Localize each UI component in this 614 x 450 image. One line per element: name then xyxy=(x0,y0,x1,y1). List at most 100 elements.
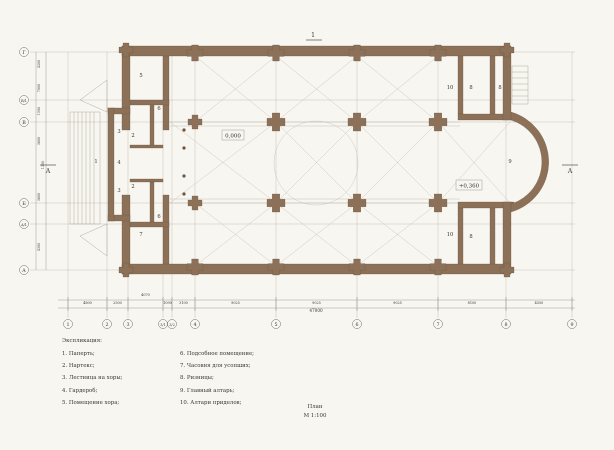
legend-item: 10. Алтари приделов; xyxy=(180,399,242,406)
level-main: 0,000 xyxy=(225,134,241,140)
dim-label: 3100 xyxy=(179,301,188,305)
legend-title: Экспликация: xyxy=(62,338,102,344)
svg-text:4: 4 xyxy=(193,322,196,328)
apse xyxy=(510,111,549,213)
legend-column-2: 6. Подсобное помещение; 7. Часовня для ус… xyxy=(180,351,300,406)
svg-text:А/1: А/1 xyxy=(21,223,27,227)
column-dots xyxy=(182,128,186,196)
plan-caption: План М 1:100 xyxy=(290,403,340,421)
axis-bubble: 9 xyxy=(567,319,577,329)
legend-item: 5. Помещение хора; xyxy=(62,399,120,406)
dim-label: 4550 xyxy=(535,301,544,305)
caption-title: План xyxy=(307,404,323,410)
dim-label: 2500 xyxy=(113,301,122,305)
axis-bubble: 3/1 xyxy=(158,319,168,329)
corner-buttress xyxy=(499,262,515,278)
dim-label: 4200 xyxy=(37,60,41,68)
axis-bubble: 3/2 xyxy=(167,319,177,329)
room-number: 8 xyxy=(469,85,472,91)
pilaster xyxy=(186,44,204,62)
caption-scale: М 1:100 xyxy=(303,413,327,419)
level-box xyxy=(221,129,245,141)
piers xyxy=(118,42,515,278)
room-number: 7 xyxy=(139,232,142,238)
legend-item: 2. Нартекс; xyxy=(62,363,95,370)
room-number: 2 xyxy=(131,184,134,190)
pilaster xyxy=(267,258,285,276)
svg-text:7: 7 xyxy=(436,322,439,328)
axis-bubble: 4 xyxy=(190,319,200,329)
room-number: 6 xyxy=(157,106,160,112)
svg-text:Б: Б xyxy=(22,201,26,207)
dim-label: 3600 xyxy=(37,193,41,201)
svg-text:А: А xyxy=(22,268,26,274)
axis-bubble: 1 xyxy=(63,319,73,329)
room-number: 3 xyxy=(117,129,120,135)
svg-text:2: 2 xyxy=(105,322,108,328)
axis-bubble: В/1 xyxy=(19,95,29,105)
legend-item: 4. Гардероб; xyxy=(62,387,98,394)
level-altar-box xyxy=(455,179,483,191)
pier xyxy=(187,114,203,130)
axis-bubble: Б xyxy=(19,198,29,208)
room-number: 2 xyxy=(131,133,134,139)
axis-bubble: 2 xyxy=(102,319,112,329)
axis-bubble: Г xyxy=(19,47,29,57)
svg-text:3/1: 3/1 xyxy=(160,323,165,327)
legend-item: 9. Главный алтарь; xyxy=(180,387,235,394)
dim-label: 4070 xyxy=(141,293,150,297)
dim-total: 47000 xyxy=(309,308,323,313)
pier xyxy=(347,193,367,213)
axis-bubble: А/1 xyxy=(19,219,29,229)
legend-item: 1. Паперть; xyxy=(62,351,95,357)
legend-item: 7. Часовня для усопших; xyxy=(180,363,251,370)
dim-label: 9025 xyxy=(312,301,321,305)
legend-item: 8. Ризницы; xyxy=(180,375,214,382)
legend-item: 3. Лестница на хоры; xyxy=(62,375,123,382)
section-mark-left: A xyxy=(45,168,51,175)
svg-text:В: В xyxy=(22,120,26,126)
axis-bubble: 3 xyxy=(123,319,133,329)
pier xyxy=(347,112,367,132)
legend-column-1: 1. Паперть; 2. Нартекс; 3. Лестница на хор… xyxy=(62,351,150,406)
side-stair xyxy=(511,65,529,105)
legend-item: 6. Подсобное помещение; xyxy=(180,351,254,357)
room-number: 4 xyxy=(117,160,121,166)
pier xyxy=(266,112,286,132)
corner-buttress xyxy=(118,262,134,278)
svg-text:1: 1 xyxy=(66,322,69,328)
room-number: 10 xyxy=(447,85,454,91)
dim-label: 1090 xyxy=(163,301,172,305)
svg-text:3: 3 xyxy=(126,322,129,328)
vault-lines xyxy=(169,55,511,267)
corner-buttress xyxy=(118,42,134,58)
axis-bubble: 6 xyxy=(352,319,362,329)
room-number: 8 xyxy=(469,234,472,240)
pilaster xyxy=(429,44,447,62)
level-altar: +0,360 xyxy=(459,184,480,190)
room-number: 9 xyxy=(508,159,511,165)
dim-label: 4300 xyxy=(37,243,41,251)
legend: Экспликация: 1. Паперть; 2. Нартекс; 3. Ле… xyxy=(62,338,300,406)
room-number: 1 xyxy=(94,159,97,165)
svg-text:Г: Г xyxy=(22,50,25,56)
axis-bubble: 7 xyxy=(433,319,443,329)
axis-bubble: А xyxy=(19,265,29,275)
dim-label: 9025 xyxy=(393,301,402,305)
room-number: 5 xyxy=(139,73,142,79)
porch-steps xyxy=(69,79,108,257)
svg-text:В/1: В/1 xyxy=(21,99,27,103)
svg-text:3/2: 3/2 xyxy=(169,323,174,327)
dim-label: 7000 xyxy=(37,84,41,92)
room-number: 10 xyxy=(447,232,454,238)
pilaster xyxy=(186,258,204,276)
room-number: 8 xyxy=(498,85,501,91)
room-number: 3 xyxy=(117,188,120,194)
dim-label: 1500 xyxy=(37,107,41,115)
pilaster xyxy=(348,44,366,62)
dim-label: 4800 xyxy=(83,301,92,305)
walls xyxy=(107,45,515,275)
pier xyxy=(428,193,448,213)
svg-text:5: 5 xyxy=(274,322,277,328)
